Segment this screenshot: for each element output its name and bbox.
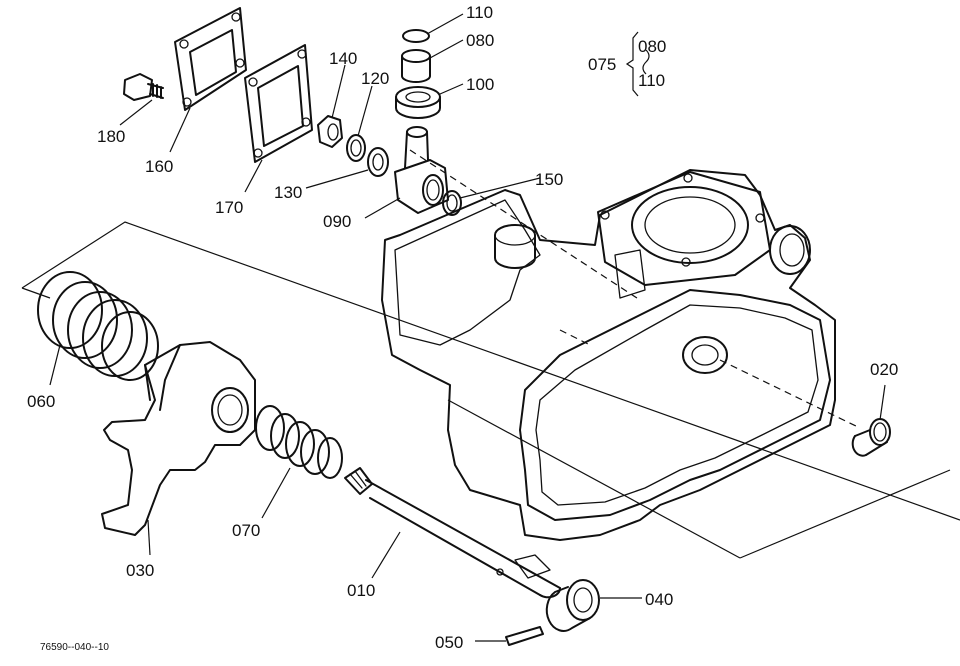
nut-140 xyxy=(317,115,343,148)
shift-fork-030 xyxy=(101,341,256,536)
callout-130: 130 xyxy=(274,183,302,202)
ring-150 xyxy=(442,190,462,216)
collar-040 xyxy=(545,579,600,632)
shift-shaft-010 xyxy=(344,467,561,599)
callout-180: 180 xyxy=(97,127,125,146)
callout-060: 060 xyxy=(27,392,55,411)
callout-080: 080 xyxy=(466,31,494,50)
transmission-case xyxy=(381,169,836,541)
callout-040: 040 xyxy=(645,590,673,609)
group-member-080: 080 xyxy=(638,37,666,56)
leader-lines xyxy=(49,13,886,642)
callout-100: 100 xyxy=(466,75,494,94)
callout-070: 070 xyxy=(232,521,260,540)
spring-070 xyxy=(255,405,343,479)
callout-140: 140 xyxy=(329,49,357,68)
callout-050: 050 xyxy=(435,633,463,652)
drawing-code: 76590--040--10 xyxy=(40,642,109,653)
group-label-075: 075 xyxy=(588,55,616,74)
snap-ring-110 xyxy=(402,29,430,43)
callout-110: 110 xyxy=(466,3,493,22)
spring-pin-050 xyxy=(505,626,544,646)
bushing-020 xyxy=(851,418,891,457)
bolt-180 xyxy=(123,73,164,101)
spring-060 xyxy=(37,271,159,381)
callout-120: 120 xyxy=(361,69,389,88)
group-bracket-075 xyxy=(625,31,650,97)
callout-010: 010 xyxy=(347,581,375,600)
callout-170: 170 xyxy=(215,198,243,217)
bearing-100 xyxy=(395,86,441,119)
callout-020: 020 xyxy=(870,360,898,379)
callout-030: 030 xyxy=(126,561,154,580)
collar-080 xyxy=(401,49,431,83)
washer-130 xyxy=(367,147,389,177)
gasket-160 xyxy=(174,7,247,111)
callout-150: 150 xyxy=(535,170,563,189)
washer-120 xyxy=(346,134,366,162)
callout-labels: 110 080 100 140 120 180 160 170 130 150 … xyxy=(27,3,898,653)
callout-160: 160 xyxy=(145,157,173,176)
callout-090: 090 xyxy=(323,212,351,231)
gasket-170 xyxy=(244,44,313,163)
group-member-110: 110 xyxy=(638,71,665,90)
reference-lines xyxy=(21,149,960,559)
